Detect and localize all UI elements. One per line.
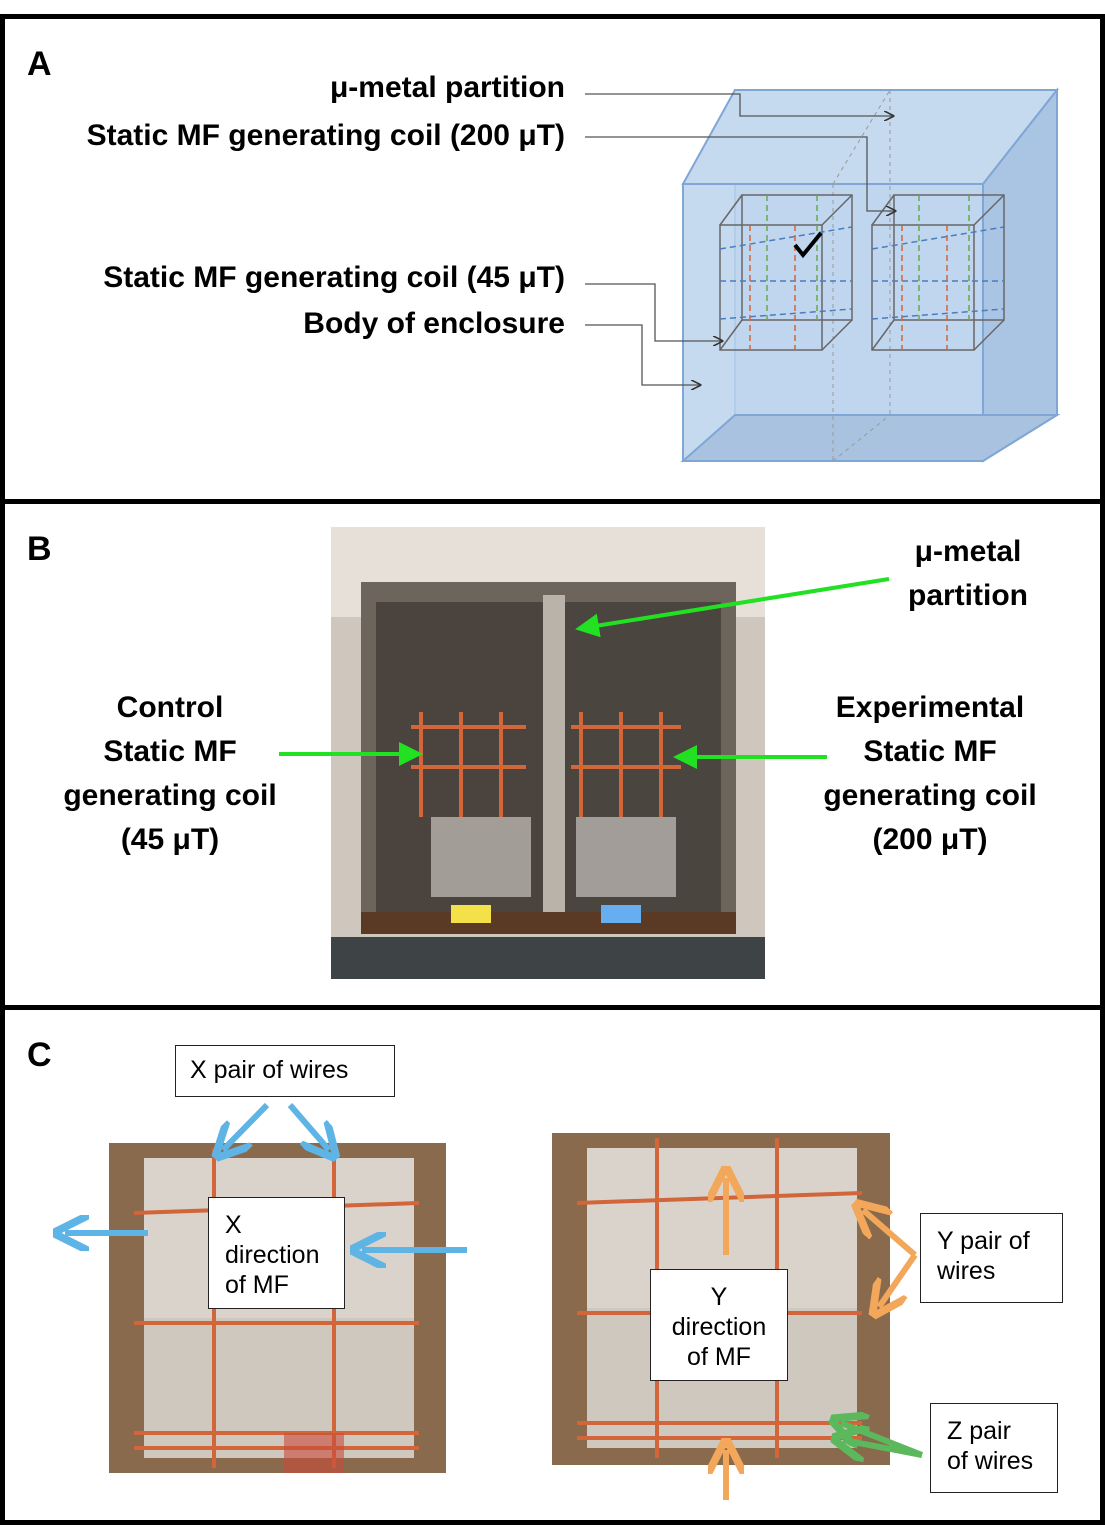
y-pair-line-2: wires [937,1257,996,1285]
enclosure-diagram [585,87,1061,463]
leader-coil-200 [585,136,895,211]
label-b-mu-metal-line-2: partition [908,579,1028,612]
x-direction-box: X direction of MF [208,1197,345,1309]
leader-enclosure [585,324,700,385]
label-b-mu-metal-line-1: μ-metal [914,535,1022,568]
label-experimental-line-1: Experimental [835,691,1025,724]
label-coil-200: Static MF generating coil (200 μT) [86,119,565,152]
label-b-mu-metal: μ-metal partition [883,530,1053,618]
z-pair-of-wires-box: Z pair of wires [930,1403,1058,1493]
x-pair-of-wires-box: X pair of wires [175,1045,395,1097]
panel-letter-a: A [27,45,52,83]
coil-cube-45 [719,194,853,351]
label-control-line-1: Control [116,691,224,724]
coil-cube-200 [871,194,1005,351]
panel-letter-c: C [27,1036,52,1074]
panel-a: A μ-metal partition Static MF generating… [0,14,1105,503]
bottom-border [0,1520,1105,1525]
x-direction-line-1: X [225,1211,242,1239]
x-direction-line-3: of MF [225,1271,289,1299]
x-direction-line-2: direction [225,1241,320,1269]
panel-c: C X pair of wires [0,1005,1105,1525]
checkmark-icon [793,231,823,259]
panel-b: B μ-metal partition [0,499,1105,1009]
leader-mu-metal [585,93,893,116]
label-experimental-line-3: generating coil [823,779,1037,812]
label-control-coil: Control Static MF generating coil (45 μT… [45,686,295,862]
panel-letter-b: B [27,530,52,568]
z-pair-line-1: Z pair [947,1417,1011,1445]
label-experimental-coil: Experimental Static MF generating coil (… [800,686,1060,862]
label-control-line-2: Static MF [103,735,237,768]
label-mu-metal-partition: μ-metal partition [329,71,565,104]
label-experimental-line-2: Static MF [863,735,997,768]
y-pair-of-wires-box: Y pair of wires [920,1213,1063,1303]
z-pair-line-2: of wires [947,1447,1034,1475]
arrow-to-partition [575,577,890,638]
y-pair-line-1: Y pair of [937,1227,1030,1255]
y-direction-line-2: direction [671,1313,767,1341]
label-control-line-3: generating coil [63,779,277,812]
y-direction-box: Y direction of MF [650,1269,788,1381]
label-control-line-4: (45 μT) [120,823,220,856]
label-coil-45: Static MF generating coil (45 μT) [103,261,565,294]
y-direction-line-3: of MF [687,1343,751,1371]
y-direction-line-1: Y [710,1283,728,1311]
label-experimental-line-4: (200 μT) [872,823,988,856]
panel-b-arrows [279,577,890,769]
label-body-of-enclosure: Body of enclosure [303,307,565,340]
enclosure-floor [680,414,1061,462]
leader-coil-45 [585,283,722,341]
